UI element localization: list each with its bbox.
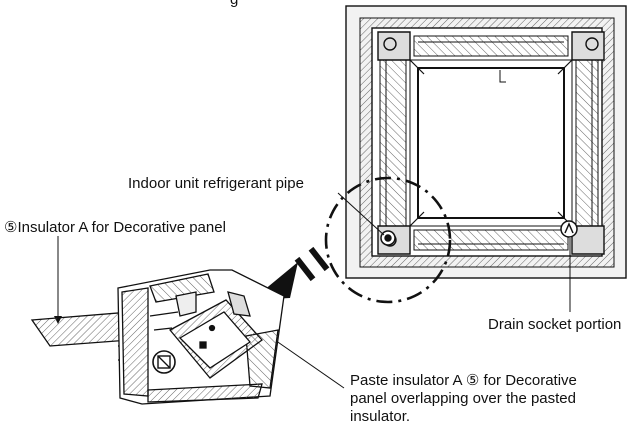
label-drain-socket: Drain socket portion	[488, 316, 622, 333]
label-refrigerant-pipe: Indoor unit refrigerant pipe	[128, 175, 304, 192]
insulator-a-piece	[30, 311, 131, 347]
label-paste-line-3: insulator.	[350, 408, 411, 425]
heading-fragment: g	[230, 0, 238, 8]
leader-paste-insulator	[271, 337, 345, 389]
panel-inner-opening	[417, 67, 565, 219]
label-insulator-a: ⑤Insulator A for Decorative panel	[4, 219, 226, 236]
leader-refrigerant-pipe	[337, 192, 385, 236]
detail-callout-circle	[324, 176, 452, 304]
label-paste-line-1: Paste insulator A ⑤ for Decorative	[350, 372, 577, 389]
label-paste-line-2: panel overlapping over the pasted	[350, 390, 576, 407]
corner-detail-section	[30, 269, 285, 405]
unit-bottom-view	[345, 5, 627, 279]
